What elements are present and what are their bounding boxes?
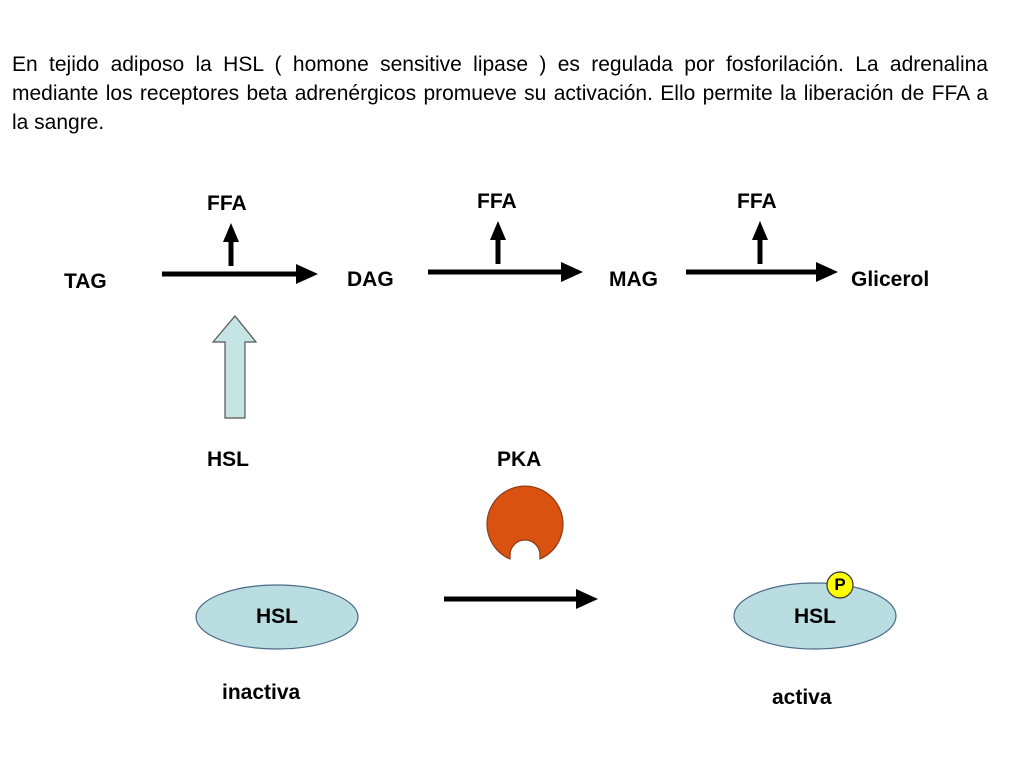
hsl-inactive-oval: [195, 584, 359, 650]
phosphate-label: P: [834, 575, 846, 594]
hsl-inactive-label: HSL: [256, 605, 298, 628]
ffa-release-arrow-2: [490, 221, 506, 264]
substrate-dag-label: DAG: [347, 268, 394, 291]
hsl-enzyme-label: HSL: [207, 448, 249, 471]
pka-label: PKA: [497, 448, 542, 471]
reaction-arrow-dag-mag: [428, 262, 583, 282]
intro-paragraph: En tejido adiposo la HSL ( homone sensit…: [12, 53, 988, 134]
reaction-arrow-tag-dag: [162, 264, 318, 284]
reaction-arrow-mag-glicerol: [686, 262, 838, 282]
substrate-glicerol-label: Glicerol: [851, 268, 930, 291]
ffa-label-2: FFA: [477, 190, 517, 213]
hsl-active-label: HSL: [794, 605, 836, 628]
phosphate-circle: [826, 571, 854, 599]
ffa-label-3: FFA: [737, 190, 777, 213]
pka-kinase-shape: [486, 485, 564, 560]
hsl-active-oval: [733, 582, 897, 650]
ffa-release-arrow-1: [223, 223, 239, 266]
ffa-label-1: FFA: [207, 192, 247, 215]
substrate-tag-label: TAG: [64, 270, 107, 293]
active-state-label: activa: [772, 686, 832, 709]
activation-arrow: [444, 589, 598, 609]
ffa-release-arrow-3: [752, 221, 768, 264]
hsl-enzyme-arrow: [211, 315, 258, 419]
substrate-mag-label: MAG: [609, 268, 658, 291]
inactive-state-label: inactiva: [222, 681, 301, 704]
